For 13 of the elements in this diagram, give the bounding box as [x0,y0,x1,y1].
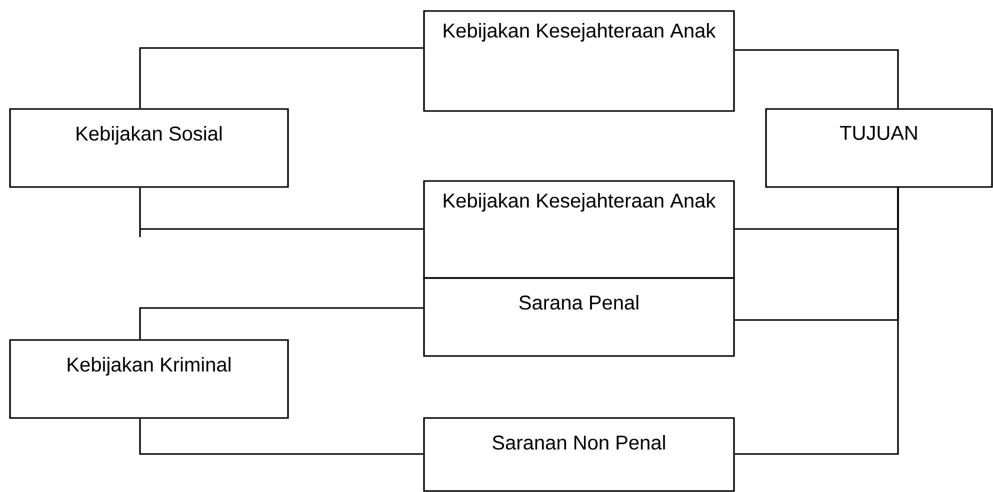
text-box: Kebijakan Kriminal [9,339,289,419]
connector-line [139,47,424,108]
connector-line [734,49,899,108]
text-box: Sarana Penal [423,277,735,357]
connector-line [139,187,424,238]
connector-line [139,418,424,455]
connector-line [139,307,424,340]
text-box: Kebijakan Kesejahteraan Anak [423,180,735,279]
text-box: Saranan Non Penal [423,417,735,492]
text-box: Kebijakan Kesejahteraan Anak [423,10,735,112]
text-box: Kebijakan Sosial [9,108,289,188]
connector-line [734,188,899,455]
text-box: TUJUAN [765,108,993,188]
